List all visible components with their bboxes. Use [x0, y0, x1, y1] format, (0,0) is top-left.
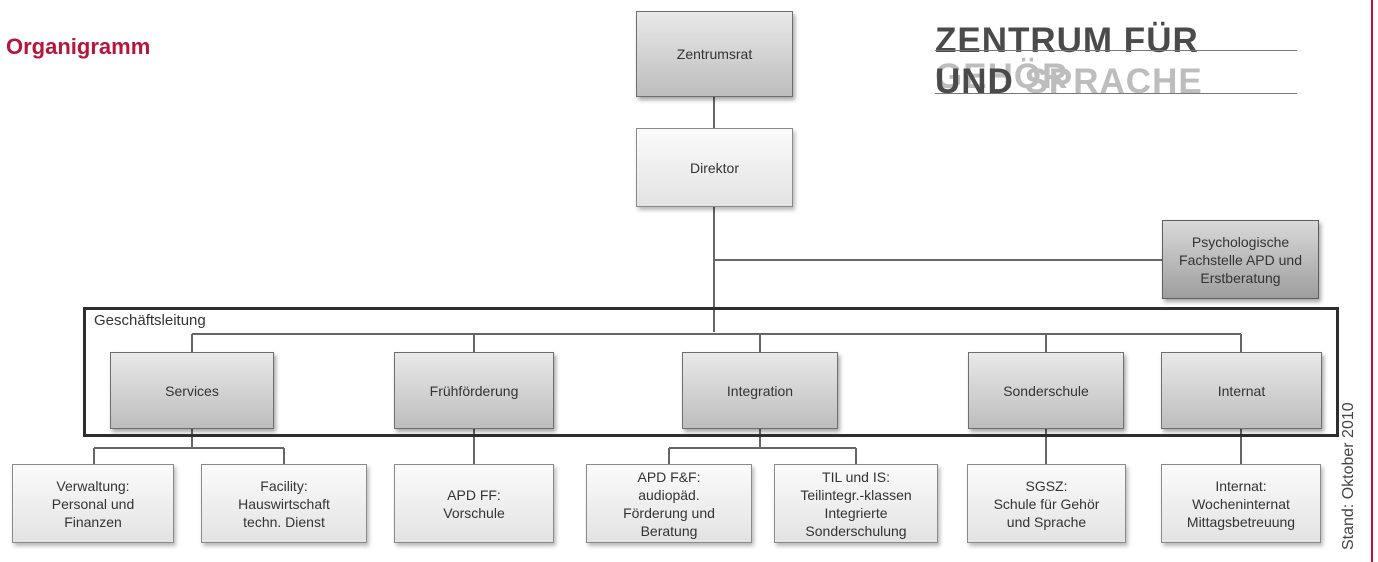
logo-rule-2 — [935, 93, 1297, 94]
logo-rule-1 — [935, 50, 1297, 51]
logo-text-gehoer: GEHÖR — [935, 57, 1069, 96]
node-label: Internat — [1217, 382, 1266, 399]
logo-line-1: ZENTRUM FÜR GEHÖR — [935, 23, 1297, 95]
node-til-is: TIL und IS: Teilintegr.-klassen Integrie… — [774, 464, 938, 543]
node-facility: Facility: Hauswirtschaft techn. Dienst — [201, 464, 367, 543]
stand-date: Stand: Oktober 2010 — [1340, 402, 1357, 550]
node-label: Services — [165, 382, 219, 399]
geschaeftsleitung-frame — [83, 307, 1339, 437]
node-label: SGSZ: Schule für Gehör und Sprache — [993, 477, 1100, 530]
node-label: APD FF: Vorschule — [443, 486, 505, 521]
page-title: Organigramm — [6, 34, 151, 59]
node-label: Internat: Wocheninternat Mittagsbetreuun… — [1186, 477, 1296, 530]
node-integration: Integration — [682, 352, 838, 429]
node-zentrumsrat: Zentrumsrat — [636, 11, 793, 97]
node-sgsz: SGSZ: Schule für Gehör und Sprache — [967, 464, 1126, 543]
node-label: Sonderschule — [1003, 382, 1089, 399]
geschaeftsleitung-label: Geschäftsleitung — [92, 312, 208, 329]
node-psychologische-fachstelle: Psychologische Fachstelle APD und Erstbe… — [1162, 220, 1319, 299]
logo-line-2: UND SPRACHE — [935, 64, 1203, 100]
node-direktor: Direktor — [636, 128, 793, 207]
node-label: Integration — [726, 382, 794, 399]
node-label: TIL und IS: Teilintegr.-klassen Integrie… — [800, 468, 912, 539]
logo-text-und: UND — [935, 62, 1014, 101]
node-label: Direktor — [689, 159, 739, 176]
node-internat: Internat — [1161, 352, 1322, 429]
edge-line — [1371, 0, 1373, 562]
node-label: Psychologische Fachstelle APD und Erstbe… — [1179, 233, 1302, 286]
node-apd-fuf: APD F&F: audiopäd. Förderung und Beratun… — [586, 464, 752, 543]
logo-text-zentrum-fuer: ZENTRUM FÜR — [935, 21, 1199, 60]
node-services: Services — [110, 352, 274, 429]
logo-text-sprache: SPRACHE — [1024, 62, 1203, 101]
node-fruehfoerderung: Frühförderung — [394, 352, 554, 429]
node-sonderschule: Sonderschule — [968, 352, 1124, 429]
node-label: Frühförderung — [429, 382, 519, 399]
logo: ZENTRUM FÜR GEHÖR UND SPRACHE — [935, 23, 1297, 103]
node-verwaltung: Verwaltung: Personal und Finanzen — [12, 464, 174, 543]
node-label: APD F&F: audiopäd. Förderung und Beratun… — [623, 468, 715, 539]
node-label: Zentrumsrat — [676, 46, 753, 62]
node-apd-ff: APD FF: Vorschule — [394, 464, 554, 543]
node-internat-sub: Internat: Wocheninternat Mittagsbetreuun… — [1161, 464, 1321, 543]
node-label: Verwaltung: Personal und Finanzen — [51, 477, 135, 530]
node-label: Facility: Hauswirtschaft techn. Dienst — [238, 477, 330, 530]
